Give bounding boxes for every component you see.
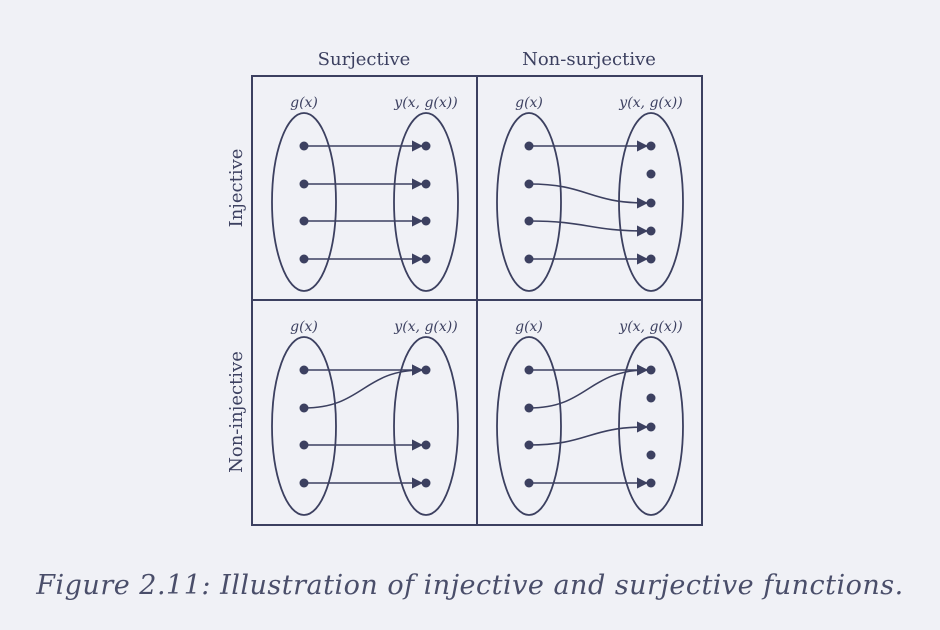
codomain-set-ellipse (393, 336, 459, 516)
codomain-point (646, 393, 656, 403)
domain-label: g(x) (515, 319, 543, 335)
panel-injective-surjective: g(x) y(x, g(x)) (271, 95, 459, 292)
panel-injective-non-surjective: g(x) y(x, g(x)) (496, 95, 684, 292)
domain-point (524, 403, 534, 413)
domain-label: g(x) (290, 319, 318, 335)
codomain-point (646, 365, 656, 375)
codomain-point (646, 141, 656, 151)
domain-point (524, 254, 534, 264)
domain-point (299, 216, 309, 226)
codomain-point (421, 365, 431, 375)
codomain-point (646, 198, 656, 208)
codomain-point (646, 169, 656, 179)
codomain-point (646, 478, 656, 488)
panel-non-injective-surjective: g(x) y(x, g(x)) (271, 319, 459, 516)
column-header-surjective: Surjective (318, 49, 411, 70)
codomain-point (421, 440, 431, 450)
domain-point (524, 365, 534, 375)
mapping-arrow (528, 421, 649, 446)
mapping-arrow (528, 220, 649, 237)
domain-set-ellipse (496, 336, 562, 516)
domain-point (524, 141, 534, 151)
codomain-point (421, 141, 431, 151)
mapping-arrow (528, 183, 649, 209)
domain-set-ellipse (271, 336, 337, 516)
function-diagram: Surjective Non-surjective Injective Non-… (226, 49, 703, 526)
domain-point (524, 478, 534, 488)
domain-point (299, 254, 309, 264)
column-header-non-surjective: Non-surjective (522, 49, 656, 70)
codomain-set-ellipse (393, 112, 459, 292)
row-header-injective: Injective (226, 149, 247, 228)
mapping-arrow (528, 364, 649, 409)
domain-point (299, 141, 309, 151)
figure-caption: Figure 2.11: Illustration of injective a… (36, 570, 904, 601)
domain-set-ellipse (271, 112, 337, 292)
domain-point (524, 440, 534, 450)
codomain-point (421, 254, 431, 264)
mapping-arrow (303, 364, 424, 409)
panel-non-injective-non-surjective: g(x) y(x, g(x)) (496, 319, 684, 516)
codomain-point (421, 179, 431, 189)
domain-label: g(x) (515, 95, 543, 111)
codomain-label: y(x, g(x)) (618, 95, 682, 111)
domain-point (299, 179, 309, 189)
codomain-label: y(x, g(x)) (393, 95, 457, 111)
codomain-label: y(x, g(x)) (393, 319, 457, 335)
codomain-label: y(x, g(x)) (618, 319, 682, 335)
domain-point (299, 365, 309, 375)
codomain-set-ellipse (618, 336, 684, 516)
domain-point (299, 440, 309, 450)
codomain-point (646, 254, 656, 264)
domain-point (299, 478, 309, 488)
codomain-point (646, 226, 656, 236)
codomain-point (421, 478, 431, 488)
row-header-non-injective: Non-injective (226, 351, 247, 473)
codomain-point (421, 216, 431, 226)
domain-point (299, 403, 309, 413)
domain-set-ellipse (496, 112, 562, 292)
codomain-point (646, 422, 656, 432)
codomain-point (646, 450, 656, 460)
domain-label: g(x) (290, 95, 318, 111)
domain-point (524, 179, 534, 189)
domain-point (524, 216, 534, 226)
